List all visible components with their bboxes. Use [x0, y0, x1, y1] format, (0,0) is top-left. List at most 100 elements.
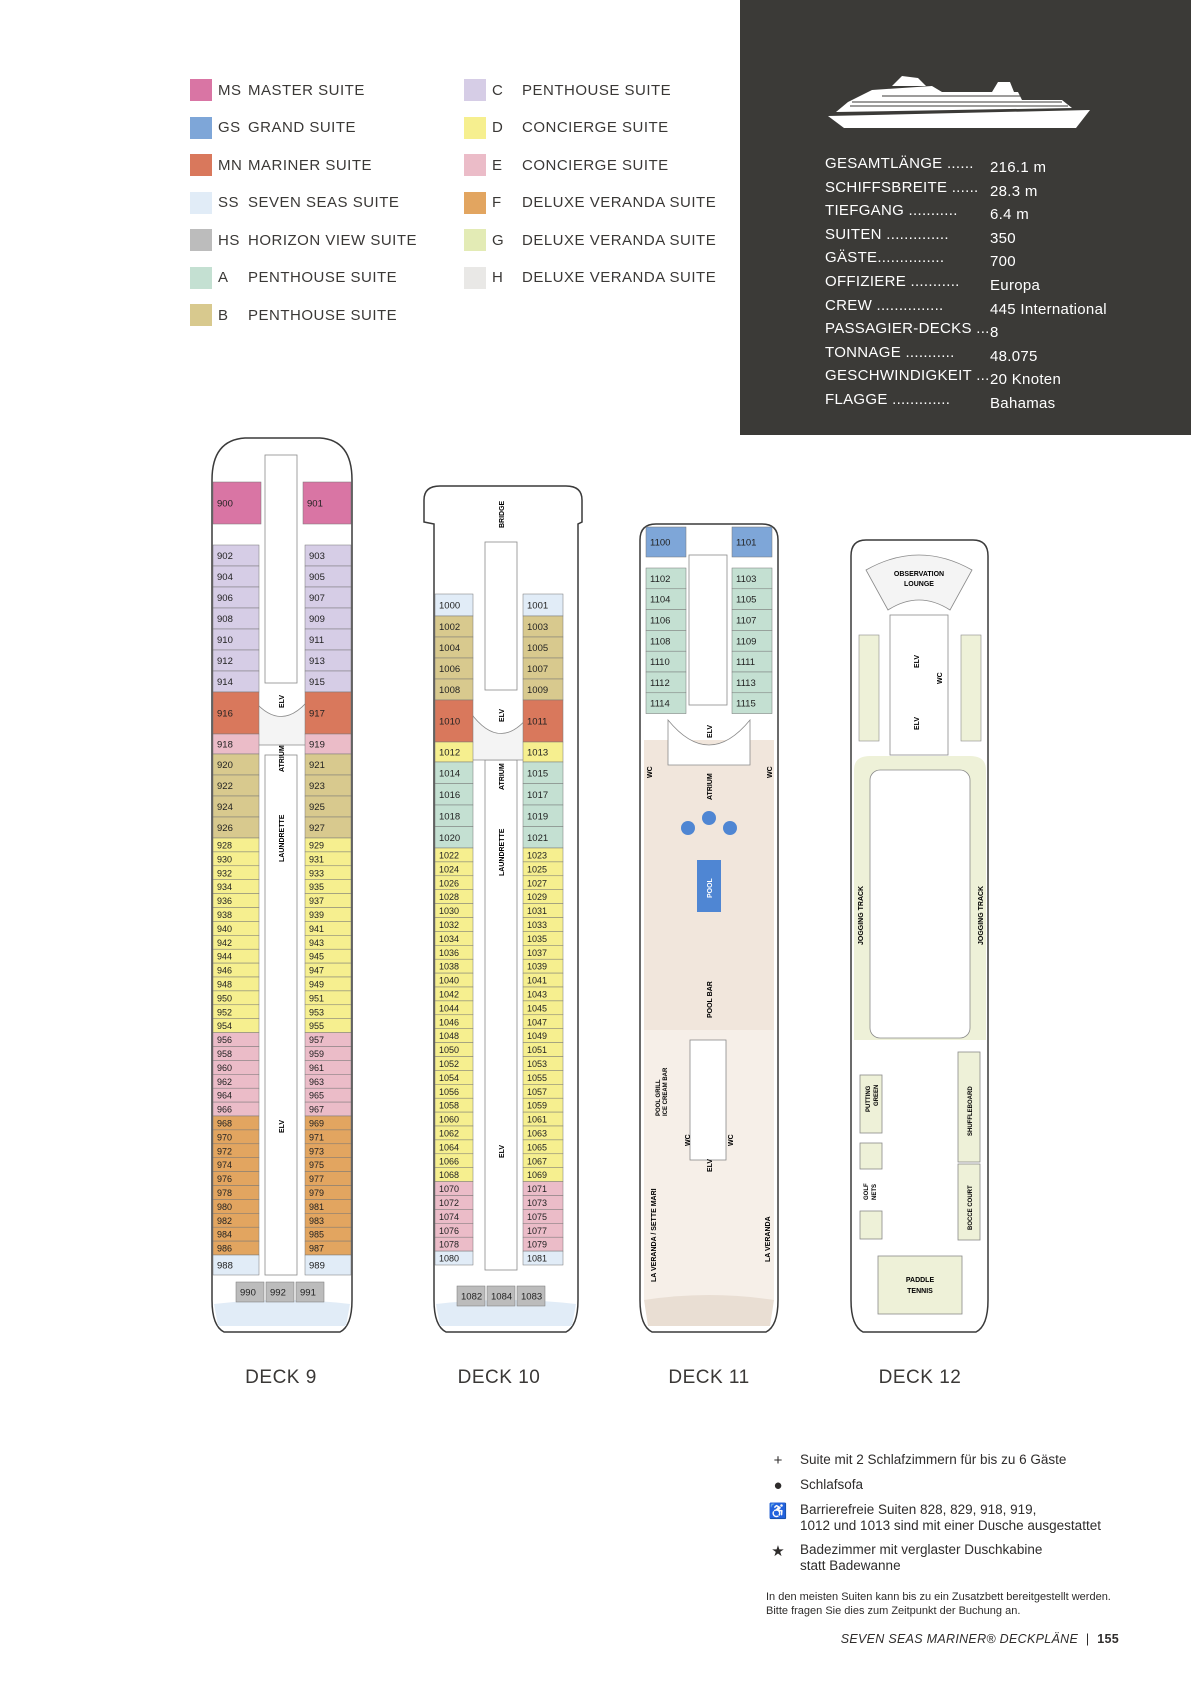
suite-936[interactable]: 936 [212, 893, 260, 908]
suite-965[interactable]: 965 [304, 1087, 352, 1103]
suite-935[interactable]: 935 [304, 879, 352, 894]
suite-1001[interactable]: 1001 [522, 593, 564, 617]
suite-1026[interactable]: 1026 [434, 875, 474, 890]
suite-1115[interactable]: 1115 [731, 692, 773, 714]
suite-1032[interactable]: 1032 [434, 917, 474, 932]
suite-1028[interactable]: 1028 [434, 889, 474, 904]
suite-1021[interactable]: 1021 [522, 826, 564, 849]
suite-932[interactable]: 932 [212, 865, 260, 880]
suite-920[interactable]: 920 [212, 753, 260, 776]
suite-944[interactable]: 944 [212, 948, 260, 964]
suite-1003[interactable]: 1003 [522, 615, 564, 638]
suite-989[interactable]: 989 [304, 1254, 352, 1276]
suite-1060[interactable]: 1060 [434, 1111, 474, 1127]
suite-1077[interactable]: 1077 [522, 1223, 564, 1238]
suite-1027[interactable]: 1027 [522, 875, 564, 890]
suite-1019[interactable]: 1019 [522, 804, 564, 827]
suite-1035[interactable]: 1035 [522, 931, 564, 946]
suite-903[interactable]: 903 [304, 544, 352, 567]
suite-927[interactable]: 927 [304, 816, 352, 839]
suite-975[interactable]: 975 [304, 1157, 352, 1172]
suite-991[interactable]: 991 [295, 1281, 325, 1303]
suite-1047[interactable]: 1047 [522, 1014, 564, 1029]
suite-1114[interactable]: 1114 [645, 692, 687, 714]
suite-1059[interactable]: 1059 [522, 1097, 564, 1113]
suite-1054[interactable]: 1054 [434, 1070, 474, 1085]
suite-1024[interactable]: 1024 [434, 861, 474, 877]
suite-1018[interactable]: 1018 [434, 804, 474, 827]
suite-1023[interactable]: 1023 [522, 847, 564, 863]
suite-992[interactable]: 992 [265, 1281, 295, 1303]
suite-1065[interactable]: 1065 [522, 1139, 564, 1155]
suite-921[interactable]: 921 [304, 753, 352, 776]
suite-911[interactable]: 911 [304, 628, 352, 651]
suite-924[interactable]: 924 [212, 795, 260, 818]
suite-1052[interactable]: 1052 [434, 1056, 474, 1071]
suite-1082[interactable]: 1082 [456, 1285, 486, 1307]
suite-917[interactable]: 917 [304, 691, 352, 735]
suite-1062[interactable]: 1062 [434, 1125, 474, 1141]
suite-1010[interactable]: 1010 [434, 699, 474, 743]
suite-1057[interactable]: 1057 [522, 1084, 564, 1099]
suite-926[interactable]: 926 [212, 816, 260, 839]
suite-1046[interactable]: 1046 [434, 1014, 474, 1029]
suite-1064[interactable]: 1064 [434, 1139, 474, 1155]
suite-1031[interactable]: 1031 [522, 903, 564, 918]
suite-973[interactable]: 973 [304, 1143, 352, 1158]
suite-938[interactable]: 938 [212, 907, 260, 922]
suite-1053[interactable]: 1053 [522, 1056, 564, 1071]
suite-1037[interactable]: 1037 [522, 945, 564, 960]
suite-960[interactable]: 960 [212, 1060, 260, 1075]
suite-1040[interactable]: 1040 [434, 972, 474, 988]
suite-1067[interactable]: 1067 [522, 1153, 564, 1168]
suite-977[interactable]: 977 [304, 1171, 352, 1186]
suite-1044[interactable]: 1044 [434, 1000, 474, 1016]
suite-1072[interactable]: 1072 [434, 1195, 474, 1210]
suite-951[interactable]: 951 [304, 990, 352, 1006]
suite-963[interactable]: 963 [304, 1074, 352, 1089]
suite-1007[interactable]: 1007 [522, 657, 564, 680]
suite-1033[interactable]: 1033 [522, 917, 564, 932]
suite-1004[interactable]: 1004 [434, 636, 474, 659]
suite-955[interactable]: 955 [304, 1018, 352, 1033]
suite-958[interactable]: 958 [212, 1046, 260, 1061]
suite-1068[interactable]: 1068 [434, 1167, 474, 1182]
suite-1105[interactable]: 1105 [731, 588, 773, 610]
suite-948[interactable]: 948 [212, 976, 260, 992]
suite-907[interactable]: 907 [304, 586, 352, 609]
suite-1113[interactable]: 1113 [731, 671, 773, 694]
suite-946[interactable]: 946 [212, 962, 260, 978]
suite-1106[interactable]: 1106 [645, 609, 687, 631]
suite-1056[interactable]: 1056 [434, 1084, 474, 1099]
suite-970[interactable]: 970 [212, 1129, 260, 1145]
suite-1102[interactable]: 1102 [645, 567, 687, 590]
suite-990[interactable]: 990 [235, 1281, 265, 1303]
suite-1048[interactable]: 1048 [434, 1028, 474, 1043]
suite-1034[interactable]: 1034 [434, 931, 474, 946]
suite-1045[interactable]: 1045 [522, 1000, 564, 1016]
suite-981[interactable]: 981 [304, 1199, 352, 1214]
suite-1013[interactable]: 1013 [522, 741, 564, 763]
suite-1022[interactable]: 1022 [434, 847, 474, 863]
suite-1020[interactable]: 1020 [434, 826, 474, 849]
suite-969[interactable]: 969 [304, 1115, 352, 1131]
suite-1043[interactable]: 1043 [522, 986, 564, 1002]
suite-1008[interactable]: 1008 [434, 678, 474, 701]
suite-957[interactable]: 957 [304, 1032, 352, 1047]
suite-1016[interactable]: 1016 [434, 783, 474, 806]
suite-912[interactable]: 912 [212, 649, 260, 672]
suite-1104[interactable]: 1104 [645, 588, 687, 610]
suite-967[interactable]: 967 [304, 1101, 352, 1117]
suite-1111[interactable]: 1111 [731, 650, 773, 673]
suite-943[interactable]: 943 [304, 935, 352, 950]
suite-962[interactable]: 962 [212, 1074, 260, 1089]
suite-916[interactable]: 916 [212, 691, 260, 735]
suite-931[interactable]: 931 [304, 851, 352, 867]
suite-984[interactable]: 984 [212, 1226, 260, 1242]
suite-1042[interactable]: 1042 [434, 986, 474, 1002]
suite-918[interactable]: 918 [212, 733, 260, 755]
suite-1002[interactable]: 1002 [434, 615, 474, 638]
suite-953[interactable]: 953 [304, 1004, 352, 1019]
suite-1084[interactable]: 1084 [486, 1285, 516, 1307]
suite-1063[interactable]: 1063 [522, 1125, 564, 1141]
